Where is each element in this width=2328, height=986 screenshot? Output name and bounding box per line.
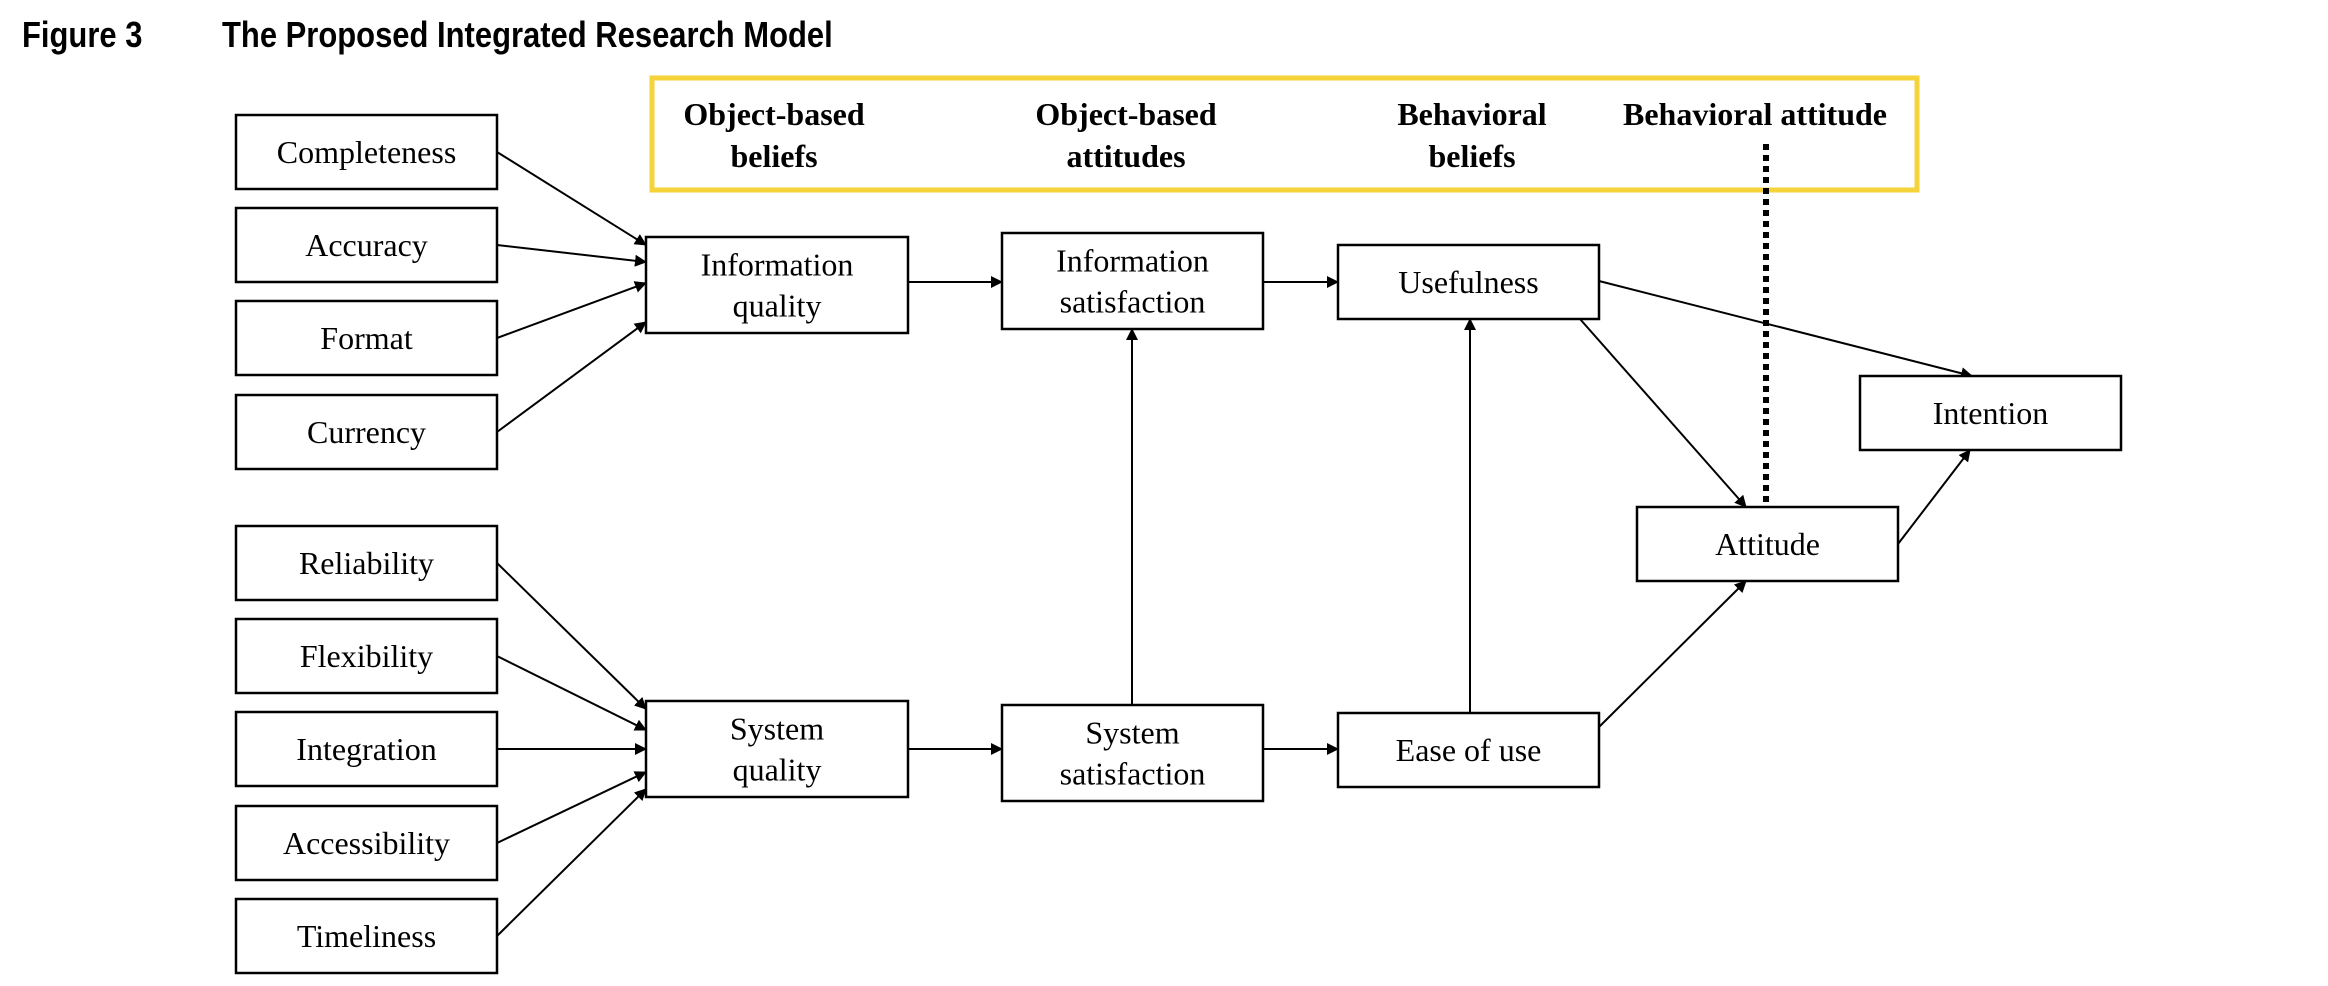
node-label: Usefulness (1398, 264, 1538, 300)
node-label: Ease of use (1396, 732, 1542, 768)
node-label: satisfaction (1060, 756, 1206, 792)
node-label: Intention (1933, 395, 2049, 431)
node-box (644, 699, 910, 799)
node-box (234, 710, 499, 788)
node-information-satisfaction: Information satisfaction (1000, 231, 1265, 331)
node-box (234, 897, 499, 975)
figure-number: Figure 3 (22, 14, 143, 55)
node-label: System (1085, 715, 1179, 751)
node-label: Format (320, 320, 413, 356)
node-box (234, 524, 499, 602)
node-ease-of-use: Ease of use (1336, 711, 1601, 789)
node-label: Timeliness (297, 918, 436, 954)
arrow-ease-of-use-to-attitude (1598, 580, 1747, 728)
header-behavioral-attitude: Behavioral attitude (1623, 96, 1887, 132)
node-usefulness: Usefulness (1336, 243, 1601, 321)
node-box (644, 235, 910, 335)
node-timeliness: Timeliness (234, 897, 499, 975)
node-label: satisfaction (1060, 284, 1206, 320)
node-label: Attitude (1715, 526, 1820, 562)
node-label: quality (733, 288, 822, 324)
node-system-quality: System quality (644, 699, 910, 799)
header-object-attitudes: attitudes (1066, 138, 1185, 174)
node-reliability: Reliability (234, 524, 499, 602)
arrow-usefulness-to-attitude (1579, 318, 1747, 508)
node-box (1336, 711, 1601, 789)
node-box (234, 393, 499, 471)
node-box (234, 617, 499, 695)
arrow-completeness-to-information-quality (496, 151, 647, 246)
node-box (1000, 231, 1265, 331)
node-label: quality (733, 752, 822, 788)
arrow-timeliness-to-system-quality (496, 788, 647, 937)
node-label: Information (1056, 243, 1209, 279)
arrow-accessibility-to-system-quality (496, 771, 647, 844)
node-label: Integration (296, 731, 436, 767)
node-system-satisfaction: System satisfaction (1000, 703, 1265, 803)
arrow-reliability-to-system-quality (496, 562, 647, 710)
figure-title: The Proposed Integrated Research Model (222, 14, 833, 55)
node-box (1336, 243, 1601, 321)
node-label: Currency (307, 414, 426, 450)
node-label: Information (701, 247, 854, 283)
node-box (1858, 374, 2123, 452)
node-box (1635, 505, 1900, 583)
arrow-format-to-information-quality (496, 281, 647, 339)
arrow-currency-to-information-quality (496, 321, 647, 433)
header-object-attitudes: Object-based (1035, 96, 1217, 132)
node-attitude: Attitude (1635, 505, 1900, 583)
node-box (234, 206, 499, 284)
node-integration: Integration (234, 710, 499, 788)
node-label: Accuracy (305, 227, 428, 263)
node-label: Flexibility (300, 638, 433, 674)
header-behavioral-beliefs: beliefs (1428, 138, 1515, 174)
node-intention: Intention (1858, 374, 2123, 452)
node-currency: Currency (234, 393, 499, 471)
header-object-beliefs: Object-based (683, 96, 865, 132)
node-box (234, 804, 499, 882)
node-completeness: Completeness (234, 113, 499, 191)
node-label: Reliability (299, 545, 434, 581)
node-information-quality: Information quality (644, 235, 910, 335)
node-label: System (730, 711, 824, 747)
arrow-usefulness-to-intention (1598, 280, 1973, 380)
category-header-box (649, 75, 1920, 193)
node-box (1000, 703, 1265, 803)
node-accuracy: Accuracy (234, 206, 499, 284)
node-flexibility: Flexibility (234, 617, 499, 695)
node-label: Completeness (277, 134, 457, 170)
arrow-accuracy-to-information-quality (496, 244, 647, 267)
node-box (234, 299, 499, 377)
arrow-attitude-to-intention (1897, 449, 1971, 545)
node-box (234, 113, 499, 191)
header-object-beliefs: beliefs (730, 138, 817, 174)
header-behavioral-beliefs: Behavioral (1397, 96, 1546, 132)
node-accessibility: Accessibility (234, 804, 499, 882)
arrow-flexibility-to-system-quality (496, 655, 647, 731)
node-label: Accessibility (283, 825, 450, 861)
node-format: Format (234, 299, 499, 377)
